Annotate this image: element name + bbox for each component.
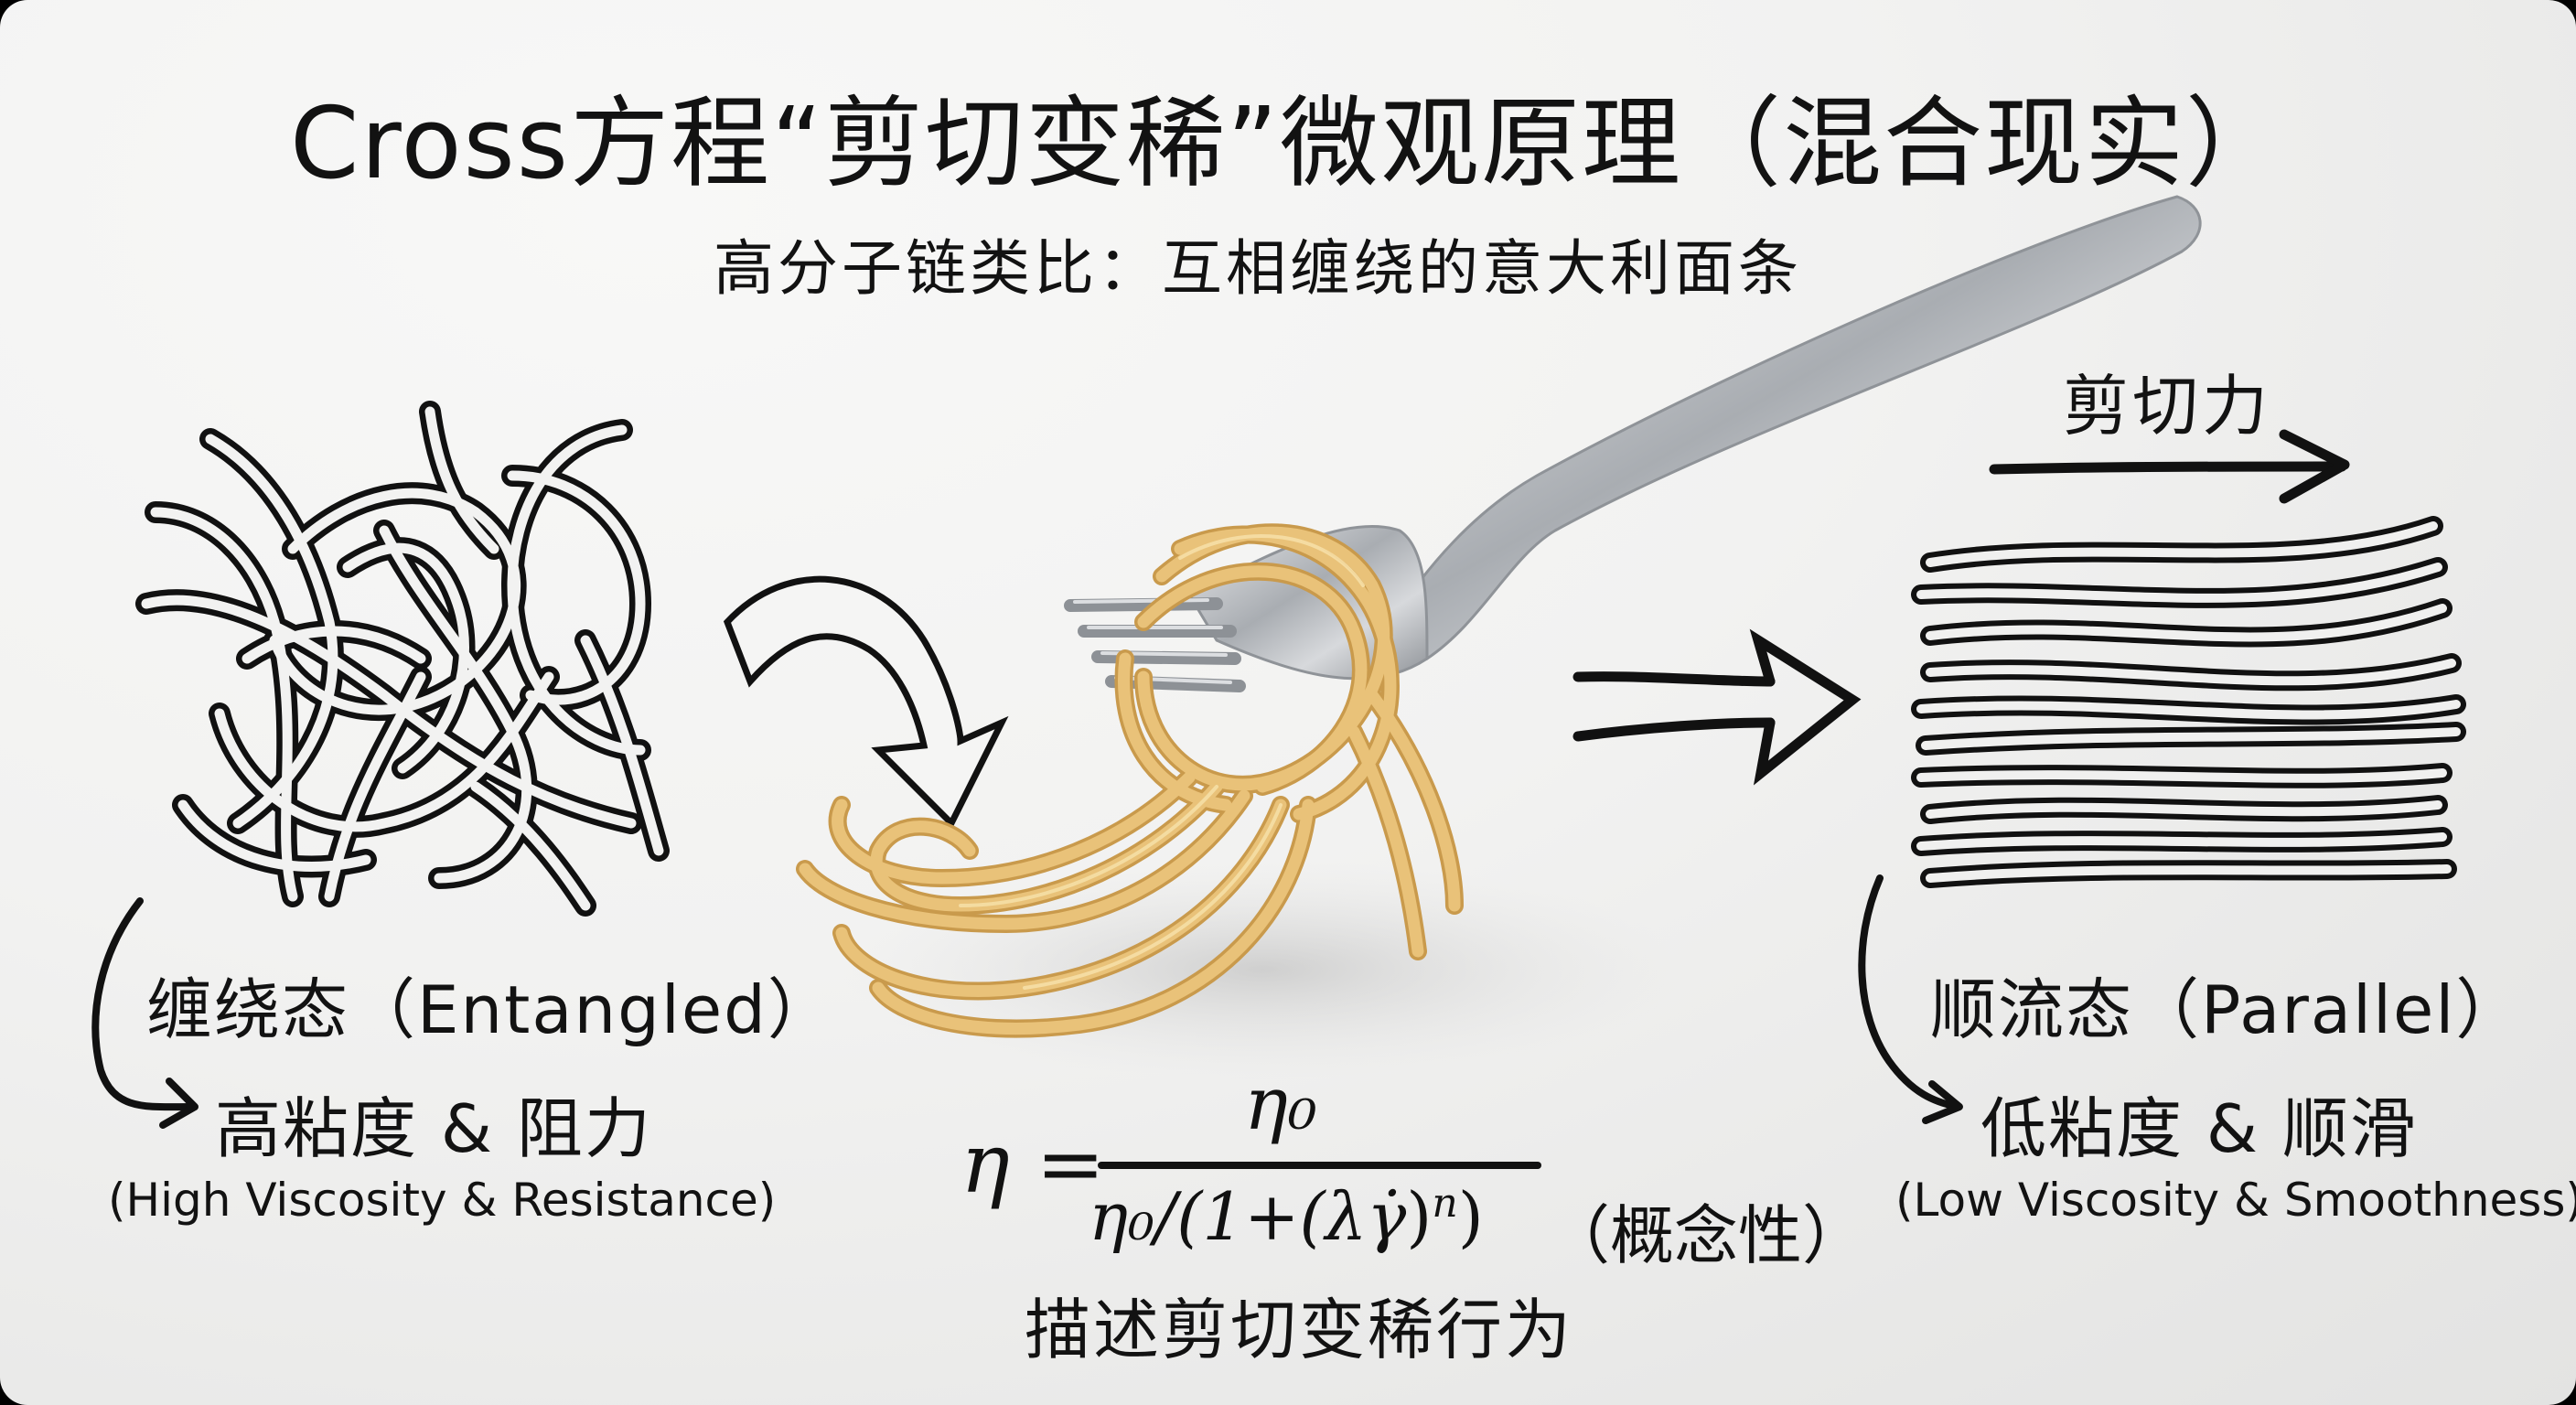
page-subtitle: 高分子链类比：互相缠绕的意大利面条 [714, 233, 1802, 304]
formula-denominator: η₀/(1+(λγ̇)n) [1089, 1178, 1484, 1255]
formula-lhs: η = [961, 1116, 1105, 1212]
fraction-bar [1098, 1162, 1541, 1169]
formula-den-eta: η₀/(1+( [1089, 1178, 1326, 1255]
low-viscosity-english-label: (Low Viscosity & Smoothness) [1895, 1174, 2576, 1227]
entangled-state-label: 缠绕态（Entangled） [146, 971, 835, 1048]
high-viscosity-english-label: (High Viscosity & Resistance) [108, 1174, 777, 1227]
high-viscosity-label: 高粘度 & 阻力 [215, 1090, 652, 1167]
page-title: Cross方程“剪切变稀”微观原理（混合现实） [290, 87, 2286, 201]
formula-caption: 描述剪切变稀行为 [1025, 1292, 1574, 1368]
low-viscosity-label: 低粘度 & 顺滑 [1980, 1090, 2418, 1167]
formula-den-end: ) [1457, 1178, 1484, 1255]
formula-den-exponent: n [1432, 1180, 1458, 1227]
cross-equation: η = η₀ η₀/(1+(λγ̇)n) （概念性） [942, 1061, 1866, 1281]
formula-note: （概念性） [1546, 1198, 1866, 1273]
formula-den-lambda: λγ̇ [1325, 1178, 1407, 1255]
shear-force-label: 剪切力 [2063, 368, 2272, 445]
parallel-state-label: 顺流态（Parallel） [1930, 971, 2524, 1048]
formula-den-close: ) [1406, 1178, 1433, 1255]
formula-numerator: η₀ [1244, 1061, 1317, 1146]
